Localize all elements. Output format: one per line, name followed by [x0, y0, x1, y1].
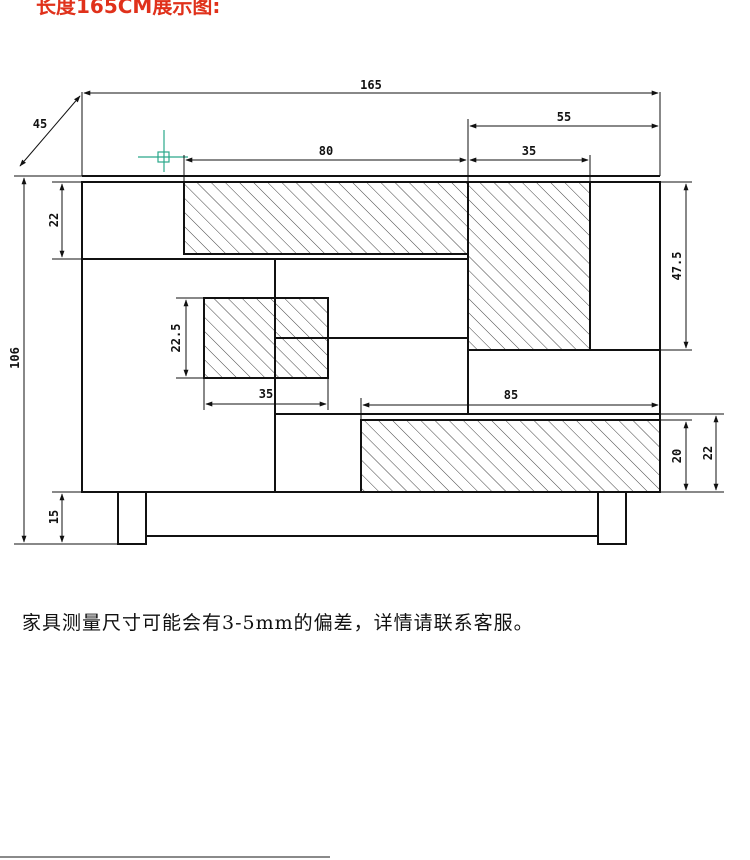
- furniture-dimension-drawing: 165 55 80 35 45 22 106 15 22.5 35 85 47.…: [8, 78, 724, 545]
- small-block-width-label: 35: [259, 387, 273, 401]
- left-leg: [117, 491, 147, 545]
- top-block-width-label: 80: [319, 144, 333, 158]
- bottom-band-height-label: 22: [701, 446, 715, 460]
- cursor-crosshair-icon: [138, 130, 188, 172]
- measurement-note: 家具测量尺寸可能会有3-5mm的偏差，详情请联系客服。: [22, 612, 534, 634]
- page-title: 长度165CM展示图:: [36, 0, 221, 18]
- top-hatched-block: [183, 181, 469, 255]
- top-band-height-label: 22: [47, 213, 61, 227]
- leg-height-label: 15: [47, 510, 61, 524]
- cabinet-base: [117, 491, 627, 545]
- overall-length-label: 165: [360, 78, 382, 92]
- dimension-labels: 165 55 80 35 45 22 106 15 22.5 35 85 47.…: [8, 78, 715, 524]
- right-leg: [597, 491, 627, 545]
- bottom-hatched-block: [360, 419, 661, 493]
- depth-angle-label: 45: [33, 117, 47, 131]
- bottom-divider: [0, 856, 330, 858]
- overall-height-label: 106: [8, 347, 22, 369]
- dimension-lines: [14, 90, 724, 545]
- right-section-width-label: 55: [557, 110, 571, 124]
- right-block-width-label: 35: [522, 144, 536, 158]
- right-hatched-block: [467, 181, 591, 351]
- bottom-block-height-label: 20: [670, 449, 684, 463]
- bottom-block-width-label: 85: [504, 388, 518, 402]
- small-block-height-label: 22.5: [169, 324, 183, 353]
- right-block-height-label: 47.5: [670, 252, 684, 281]
